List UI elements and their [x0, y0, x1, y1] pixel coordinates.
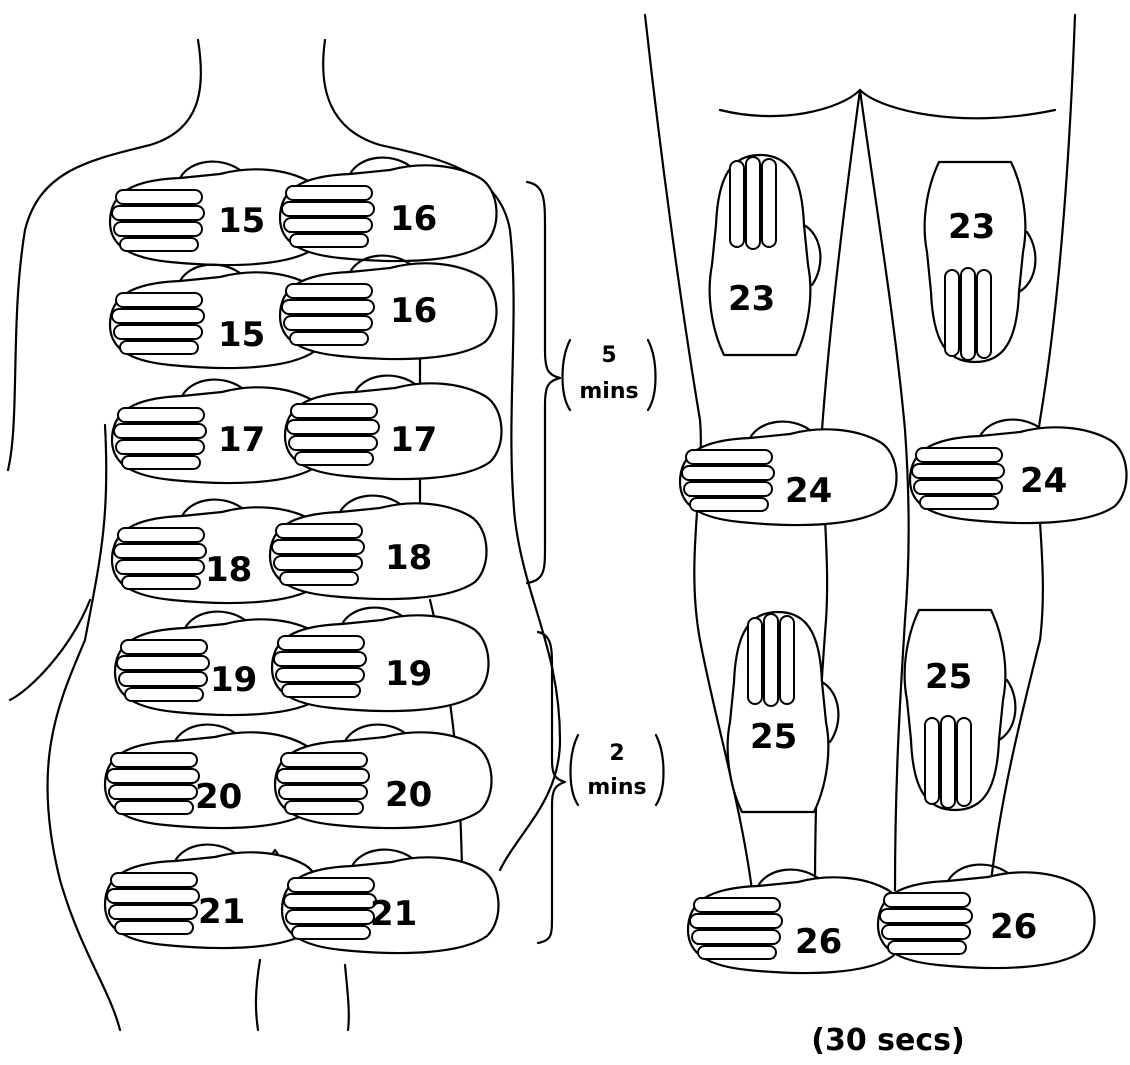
- position-label: 20: [385, 775, 432, 815]
- paren-right: [648, 340, 656, 410]
- hand-position-thigh-left: 23: [710, 155, 821, 355]
- hand-position-row-6: 20 20: [105, 725, 491, 828]
- torso-outline-left-waist: [47, 425, 120, 1030]
- hand-position-shin-left: 25: [728, 612, 839, 812]
- hand: [910, 420, 1126, 523]
- torso-outline-bottom: [256, 960, 349, 1030]
- leg-hand-positions: 23 23 24 24 25 25 26 26: [680, 155, 1126, 973]
- position-label: 16: [390, 291, 437, 331]
- torso-hand-positions: 15 16 15 16 17 17 18 18 19 19: [105, 158, 501, 953]
- position-label: 17: [390, 420, 437, 460]
- curly-brace-upper: [527, 182, 560, 583]
- duration-unit: mins: [579, 379, 638, 404]
- hand: [728, 612, 839, 812]
- position-label: 26: [795, 922, 842, 962]
- hand-position-row-5: 19 19: [115, 608, 488, 715]
- hand: [710, 155, 821, 355]
- position-label: 24: [1020, 461, 1067, 501]
- hand: [905, 610, 1016, 810]
- hand-position-row-2: 15 16: [110, 256, 496, 368]
- position-label: 15: [218, 315, 265, 355]
- position-label: 21: [370, 894, 417, 934]
- hand-position-thigh-right: 23: [925, 162, 1036, 362]
- duration-value: 5: [601, 343, 616, 368]
- position-label: 21: [198, 892, 245, 932]
- hand: [878, 865, 1094, 968]
- paren-left: [563, 340, 571, 410]
- hand-right: [272, 608, 488, 711]
- hand-position-ankle-right: 26: [878, 865, 1094, 968]
- position-label: 20: [195, 777, 242, 817]
- duration-upper: 5 mins: [563, 340, 656, 410]
- position-label: 26: [990, 907, 1037, 947]
- paren-right: [656, 735, 664, 805]
- duration-unit: mins: [587, 775, 646, 800]
- position-label: 25: [925, 657, 972, 697]
- hand-position-knee-left: 24: [680, 422, 896, 525]
- position-label: 23: [948, 207, 995, 247]
- hand-position-shin-right: 25: [905, 610, 1016, 810]
- hand-position-ankle-left: 26: [688, 870, 904, 973]
- duration-value: 2: [609, 741, 624, 766]
- crotch-line: [720, 90, 1055, 118]
- position-label: 25: [750, 717, 797, 757]
- paren-left: [571, 735, 579, 805]
- position-label: 18: [385, 538, 432, 578]
- hand: [925, 162, 1036, 362]
- position-label: 15: [218, 201, 265, 241]
- position-label: 17: [218, 420, 265, 460]
- hand-position-row-1: 15 16: [110, 158, 496, 265]
- hand-right: [275, 725, 491, 828]
- duration-lower: 2 mins: [571, 735, 664, 805]
- hand-position-row-7: 21 21: [105, 845, 498, 953]
- position-label: 16: [390, 199, 437, 239]
- position-label: 19: [385, 654, 432, 694]
- leg-duration-caption: (30 secs): [811, 1023, 964, 1058]
- hand-right: [270, 496, 486, 599]
- position-label: 18: [205, 550, 252, 590]
- position-label: 23: [728, 279, 775, 319]
- hand-position-row-4: 18 18: [112, 496, 486, 603]
- position-label: 24: [785, 471, 832, 511]
- hand-right: [280, 256, 496, 359]
- torso-outline-left-arm: [10, 600, 90, 700]
- hand-position-knee-right: 24: [910, 420, 1126, 523]
- hand-position-row-3: 17 17: [112, 376, 501, 483]
- position-label: 19: [210, 660, 257, 700]
- hand-right: [280, 158, 496, 261]
